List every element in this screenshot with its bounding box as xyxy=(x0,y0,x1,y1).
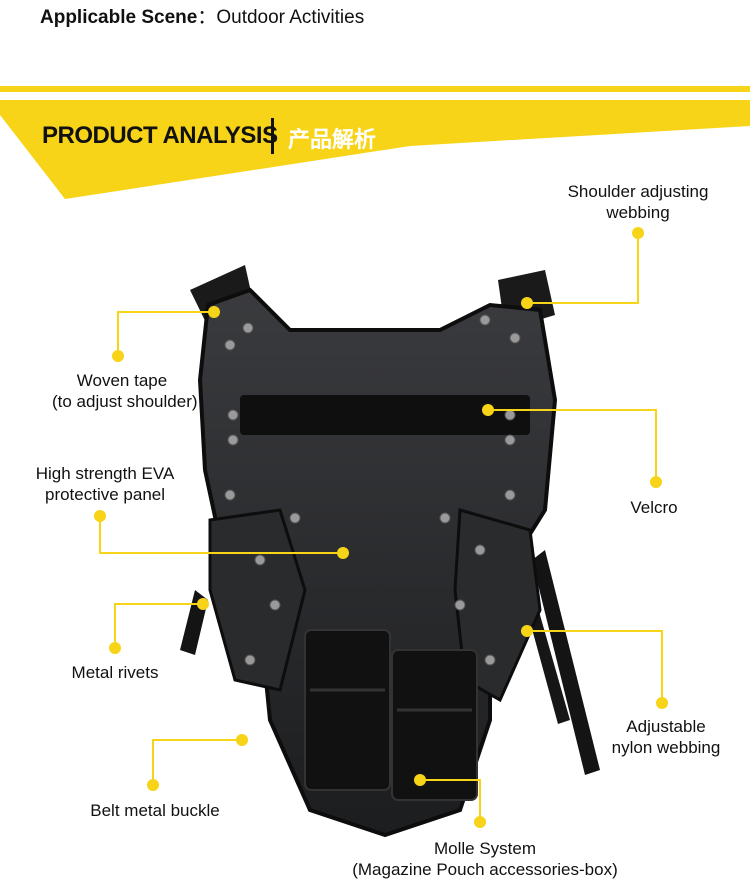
tactical-vest-image xyxy=(180,265,600,838)
applicable-scene: Applicable Scene：Outdoor Activities xyxy=(40,2,364,29)
callout-line: webbing xyxy=(606,203,670,222)
callout-nylon-webbing: Adjustable nylon webbing xyxy=(596,716,736,758)
callout-line: nylon webbing xyxy=(611,738,721,757)
scene-label: Applicable Scene xyxy=(40,7,198,28)
callout-woven-tape: Woven tape (to adjust shoulder) xyxy=(52,370,198,412)
callout-eva-panel: High strength EVA protective panel xyxy=(20,463,190,505)
callout-line: Adjustable xyxy=(626,717,706,736)
callout-line: Woven tape xyxy=(76,371,168,390)
scene-separator: ： xyxy=(197,7,217,28)
callout-velcro: Velcro xyxy=(604,497,704,518)
callout-molle-system: Molle System (Magazine Pouch accessories… xyxy=(330,838,640,880)
section-title: PRODUCT ANALYSIS xyxy=(42,122,278,149)
callout-line: Velcro xyxy=(630,498,678,517)
callout-line: High strength EVA xyxy=(35,464,175,483)
callout-line: Molle System xyxy=(433,839,537,858)
banner-shape xyxy=(0,100,750,199)
top-divider-line xyxy=(0,86,750,92)
callout-belt-buckle: Belt metal buckle xyxy=(70,800,240,821)
title-divider xyxy=(271,118,274,154)
section-title-cn: 产品解析 xyxy=(288,127,377,152)
callout-metal-rivets: Metal rivets xyxy=(60,662,170,683)
callout-shoulder-webbing: Shoulder adjusting webbing xyxy=(553,181,723,223)
callout-line: Belt metal buckle xyxy=(90,801,220,820)
callout-line: (Magazine Pouch accessories-box) xyxy=(352,860,618,879)
scene-value: Outdoor Activities xyxy=(216,7,365,28)
callout-line: Metal rivets xyxy=(71,663,159,682)
callout-line: protective panel xyxy=(44,485,166,504)
callout-line: Shoulder adjusting xyxy=(567,182,709,201)
callout-line: (to adjust shoulder) xyxy=(52,392,198,411)
